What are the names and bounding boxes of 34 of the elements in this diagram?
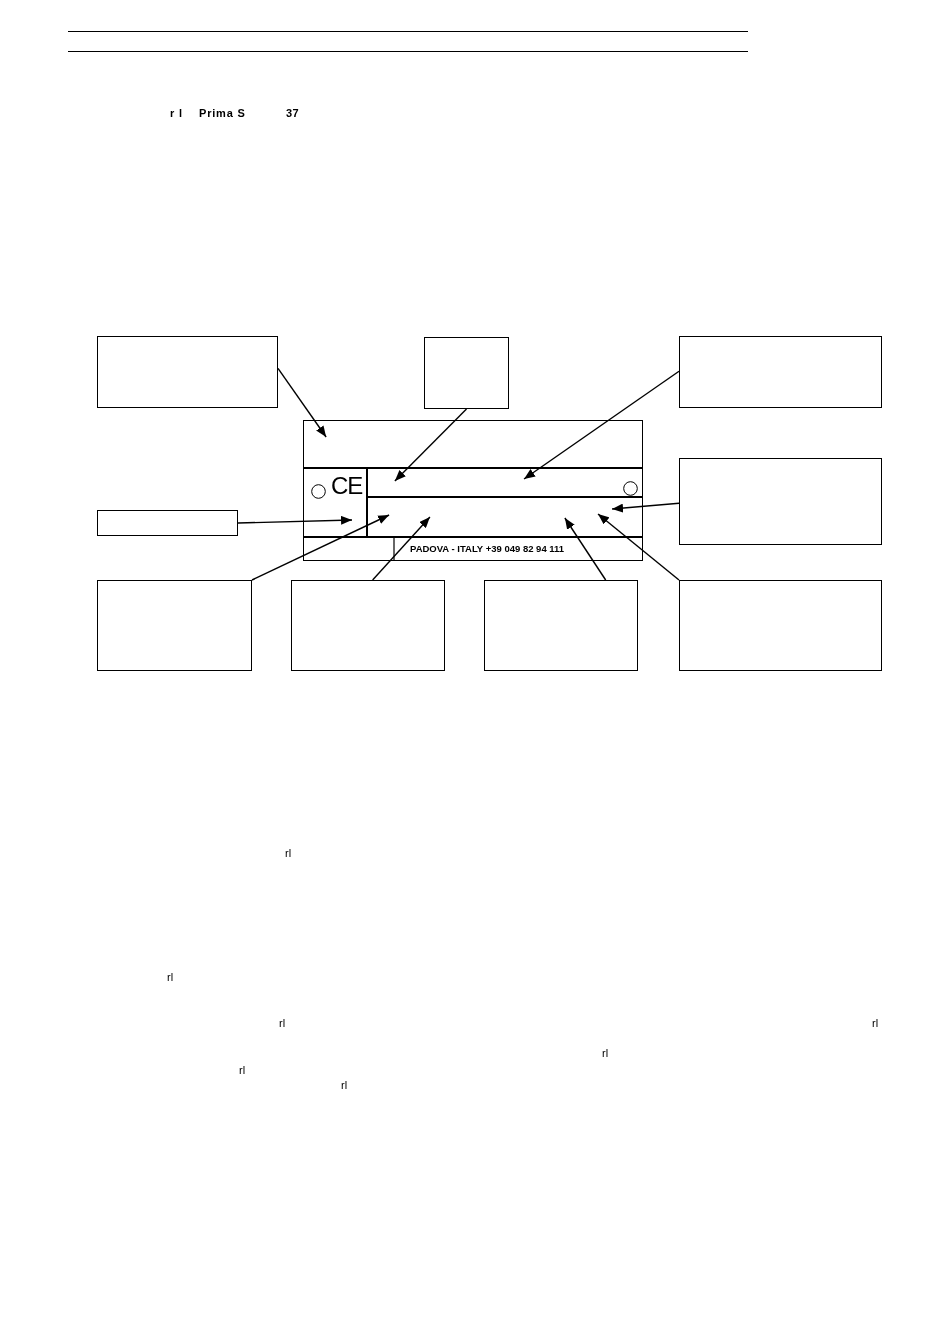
callout-box	[424, 337, 509, 409]
nameplate-field	[367, 497, 643, 537]
text-fragment: rl	[279, 1017, 286, 1030]
ce-mark: CE	[331, 474, 363, 498]
address-text: PADOVA - ITALY +39 049 82 94 111	[410, 542, 565, 556]
text-fragment: rl	[167, 971, 174, 984]
text-fragment: rl	[285, 847, 292, 860]
nameplate-field	[367, 468, 643, 497]
leader-arrow	[371, 516, 431, 581]
text-fragment: rl	[872, 1017, 879, 1030]
leader-arrow	[564, 517, 607, 581]
text-fragment: rl	[341, 1079, 348, 1092]
nameplate-footer-strip	[303, 537, 643, 561]
nameplate-field	[303, 468, 367, 537]
text-fragment: rl	[239, 1064, 246, 1077]
callout-box	[679, 580, 882, 671]
leader-arrow	[237, 515, 353, 525]
leader-arrow	[251, 514, 390, 581]
leader-arrow	[523, 370, 680, 480]
leader-arrow	[394, 408, 468, 482]
callout-box	[97, 580, 252, 671]
callout-box	[679, 336, 882, 408]
leader-arrow	[597, 513, 680, 581]
text-fragment: rl	[602, 1047, 609, 1060]
text-fragment: r l	[170, 107, 183, 120]
leader-arrow	[611, 502, 680, 513]
text-fragment: Prima S	[199, 107, 246, 120]
leader-arrow	[277, 367, 327, 438]
callout-box	[679, 458, 882, 545]
callout-box	[291, 580, 445, 671]
callout-box	[97, 510, 238, 536]
text-fragment: 37	[286, 107, 299, 120]
callout-box	[97, 336, 278, 408]
callout-box	[484, 580, 638, 671]
